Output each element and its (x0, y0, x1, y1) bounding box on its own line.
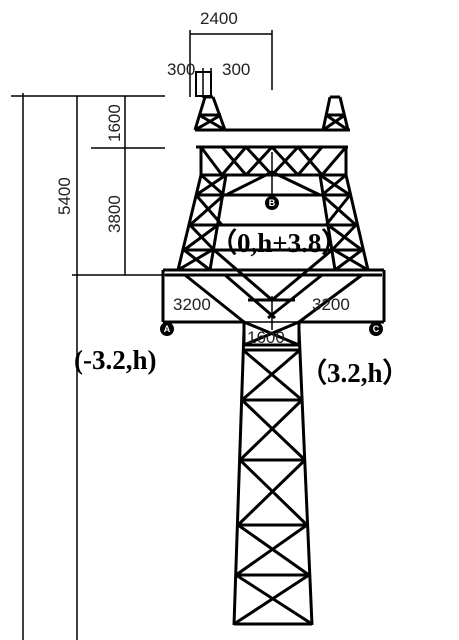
dim-upper-height: 1600 (105, 104, 124, 142)
point-b-coord: （0,h+3.8） (210, 228, 348, 258)
dim-left-offset: 300 (167, 60, 195, 79)
tower-head-frame (176, 170, 370, 302)
point-c-marker: C (369, 322, 383, 336)
dim-waist-width: 1600 (247, 328, 285, 347)
dim-left-arm: 3200 (173, 295, 211, 314)
point-b-marker: B (265, 196, 279, 210)
dim-right-offset: 300 (222, 60, 250, 79)
svg-text:C: C (373, 324, 380, 334)
tower-lower-body (232, 329, 314, 626)
tower-top-beam (193, 95, 350, 177)
dimension-lines (11, 30, 384, 640)
svg-text:A: A (164, 324, 171, 334)
svg-text:B: B (269, 198, 276, 208)
point-a-marker: A (160, 322, 174, 336)
point-c-coord: （3.2,h） (300, 358, 410, 388)
dim-top-width: 2400 (200, 9, 238, 28)
dim-lower-height: 3800 (105, 195, 124, 233)
dim-total-height: 5400 (55, 177, 74, 215)
dim-right-arm: 3200 (312, 295, 350, 314)
point-a-coord: (-3.2,h) (74, 345, 157, 375)
